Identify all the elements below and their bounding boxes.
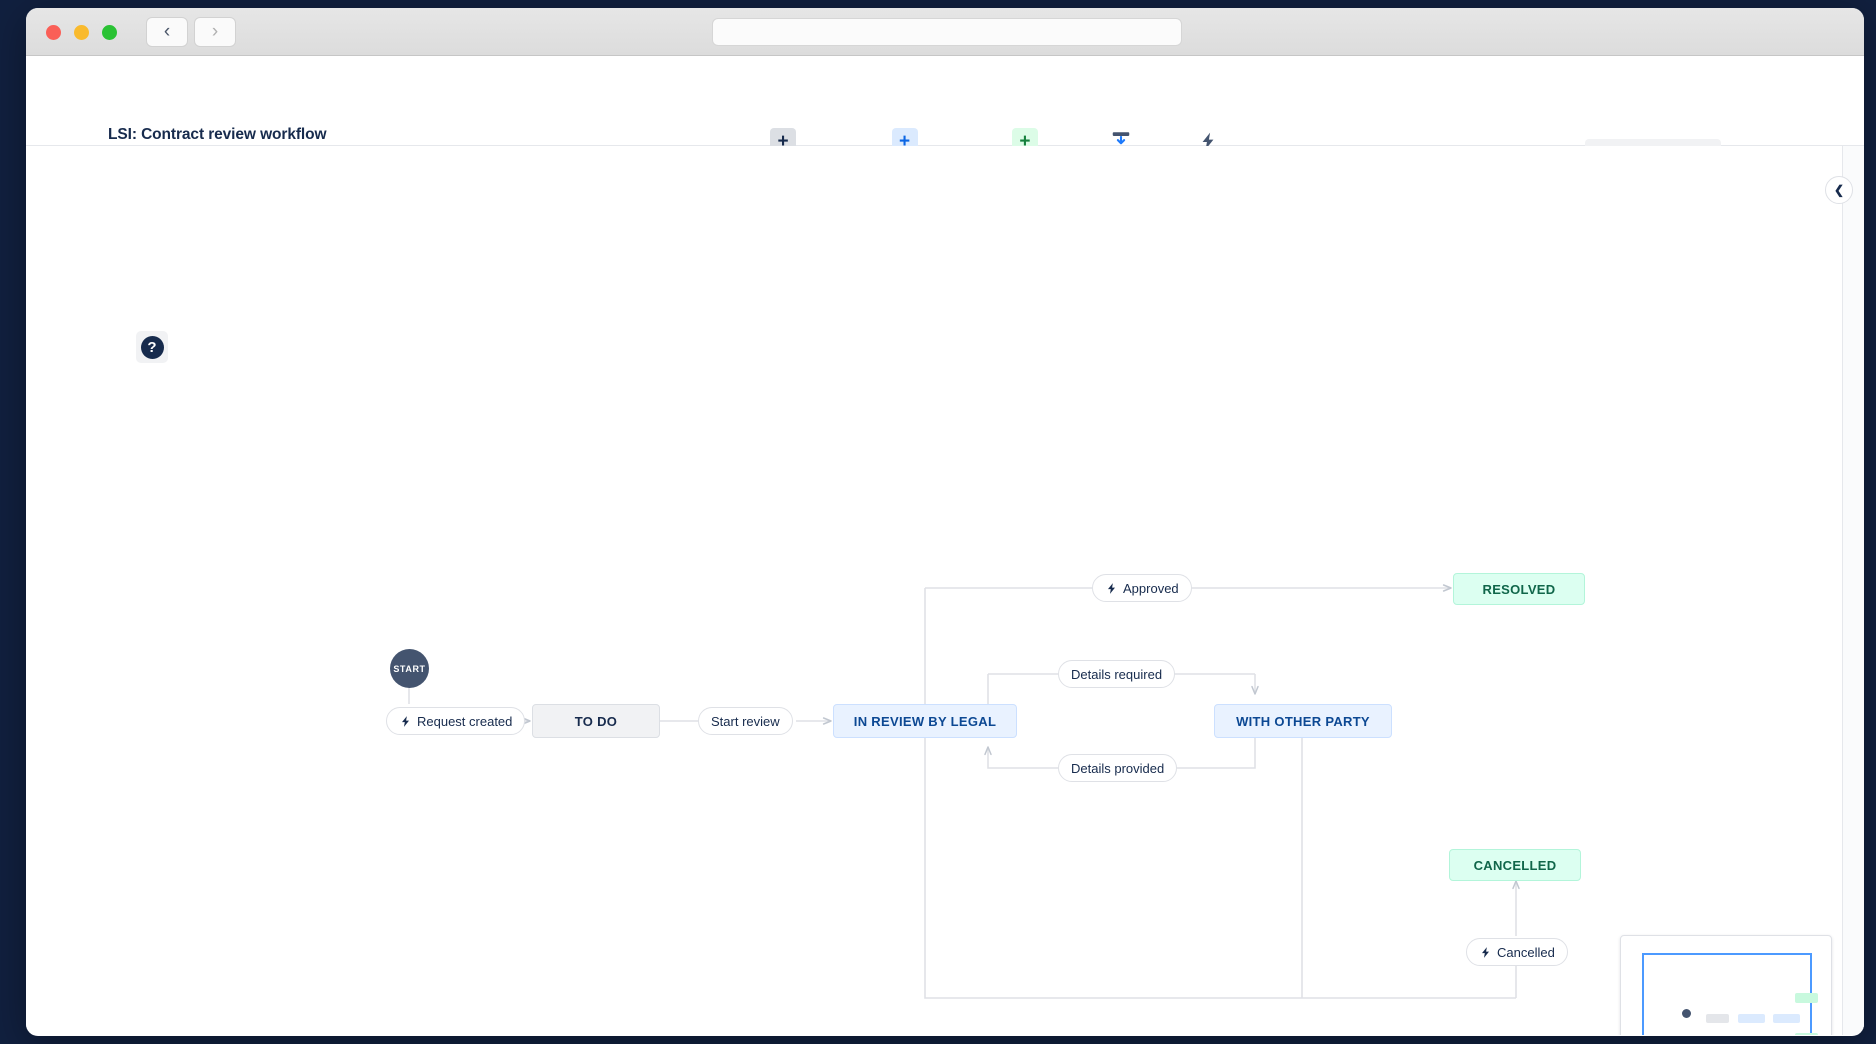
forward-icon[interactable]: › <box>194 17 236 47</box>
status-node-cancelled[interactable]: CANCELLED <box>1449 849 1581 881</box>
workflow-graph: START TO DO IN REVIEW BY LEGAL WITH OTHE… <box>26 146 1864 1035</box>
transition-label: Cancelled <box>1497 944 1555 960</box>
app-header: ✕ LSI: Contract review workflow Used in … <box>26 56 1864 176</box>
bolt-icon <box>1105 582 1118 595</box>
transition-label: Start review <box>711 713 780 729</box>
status-node-todo[interactable]: TO DO <box>532 704 660 738</box>
status-node-resolved[interactable]: RESOLVED <box>1453 573 1585 605</box>
start-node[interactable]: START <box>390 649 429 688</box>
minimap-node <box>1738 1014 1765 1023</box>
status-node-with-other-party[interactable]: WITH OTHER PARTY <box>1214 704 1392 738</box>
workflow-canvas[interactable]: ? ❮ <box>26 146 1864 1035</box>
transition-start-review[interactable]: Start review <box>698 707 793 735</box>
question-mark-icon: ? <box>140 335 164 359</box>
minimize-window-button[interactable] <box>74 25 89 40</box>
workflow-edges <box>408 584 1520 999</box>
bolt-icon <box>1479 946 1492 959</box>
transition-label: Details required <box>1071 666 1163 682</box>
transition-approved[interactable]: Approved <box>1092 574 1192 602</box>
page-title: LSI: Contract review workflow <box>108 126 327 143</box>
minimap-node <box>1795 993 1818 1003</box>
bolt-icon <box>399 715 412 728</box>
status-node-in-review-by-legal[interactable]: IN REVIEW BY LEGAL <box>833 704 1017 738</box>
transition-label: Details provided <box>1071 760 1165 776</box>
close-window-button[interactable] <box>46 25 61 40</box>
back-icon[interactable]: ‹ <box>146 17 188 47</box>
minimap-node <box>1682 1009 1691 1018</box>
minimap-node <box>1773 1014 1800 1023</box>
minimap-node <box>1706 1014 1729 1023</box>
minimap-node <box>1795 1033 1818 1035</box>
expand-panel-button[interactable]: ❮ <box>1825 176 1853 204</box>
transition-label: Approved <box>1123 580 1179 596</box>
right-panel-collapsed <box>1842 146 1864 1035</box>
workflow-minimap[interactable] <box>1620 935 1832 1035</box>
browser-chrome: ‹ › <box>26 8 1864 56</box>
transition-details-provided[interactable]: Details provided <box>1058 754 1178 782</box>
transition-details-required[interactable]: Details required <box>1058 660 1176 688</box>
transition-request-created[interactable]: Request created <box>386 707 526 735</box>
address-bar[interactable] <box>712 18 1182 46</box>
help-button[interactable]: ? <box>136 331 168 363</box>
transition-cancelled[interactable]: Cancelled <box>1466 938 1568 966</box>
maximize-window-button[interactable] <box>102 25 117 40</box>
bolt-icon <box>1195 128 1221 154</box>
window-traffic-lights <box>46 25 117 40</box>
transition-label: Request created <box>417 713 513 729</box>
browser-window: ‹ › ✕ LSI: Contract review workflow Used… <box>26 8 1864 1036</box>
